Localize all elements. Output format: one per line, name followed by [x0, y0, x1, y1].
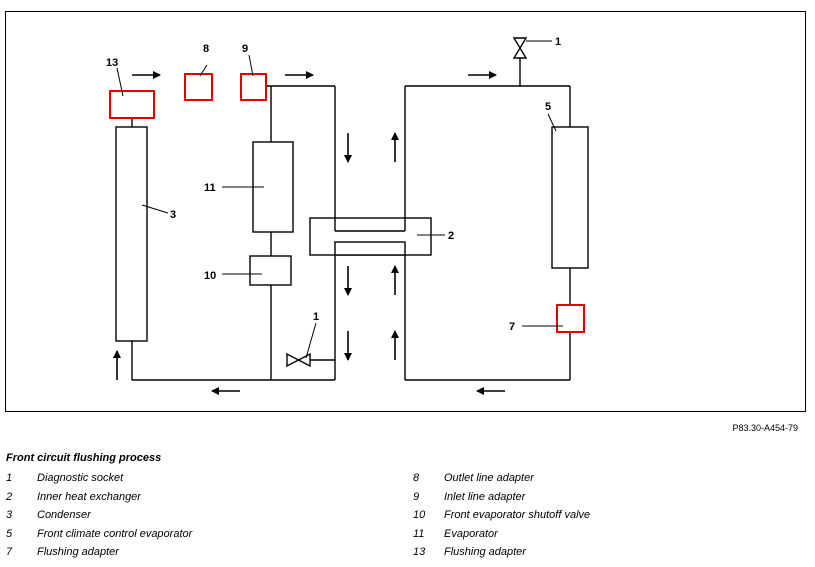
callout-5: 5	[545, 101, 551, 113]
legend-label: Inlet line adapter	[444, 490, 526, 503]
adapters	[109, 73, 585, 333]
legend-number: 5	[6, 527, 13, 540]
callout-13: 13	[106, 57, 118, 69]
diagram-frame	[5, 11, 806, 412]
legend-number: 13	[413, 546, 426, 558]
legend-number: 3	[6, 509, 13, 521]
legend-number: 11	[413, 527, 425, 540]
adapter-9	[240, 73, 267, 101]
legend-label: Outlet line adapter	[444, 472, 534, 484]
legend-label: Flushing adapter	[444, 546, 526, 558]
leader-lines	[116, 40, 563, 359]
legend-number: 10	[413, 509, 426, 521]
callout-labels: 1 1 2 3 5 7 8 9 10 11 13	[106, 36, 561, 333]
legend-label: Front evaporator shutoff valve	[444, 509, 591, 521]
condenser-shape	[115, 126, 148, 342]
shutoff-valve-10-shape	[249, 255, 292, 286]
legend-number: 9	[413, 490, 420, 503]
callout-3: 3	[170, 209, 176, 221]
legend-number: 7	[6, 546, 13, 558]
legend-label: Flushing adapter	[37, 546, 119, 558]
callout-10: 10	[204, 270, 216, 282]
flow-arrows	[113, 71, 505, 395]
callout-7: 7	[509, 321, 515, 333]
valves	[286, 37, 528, 368]
front-evaporator-5-shape	[551, 126, 589, 269]
callout-1-bottom: 1	[313, 311, 319, 323]
heat-exchanger-inner	[334, 241, 406, 256]
callout-8: 8	[203, 43, 209, 55]
callout-2: 2	[448, 230, 454, 242]
figure-reference: P83.30-A454-79	[732, 423, 798, 433]
components	[115, 126, 589, 342]
legend-number: 1	[6, 472, 13, 484]
callout-1-top: 1	[555, 36, 561, 48]
adapter-8	[184, 73, 213, 101]
callout-9: 9	[242, 43, 248, 55]
diagnostic-socket-top-icon	[512, 37, 528, 59]
legend-label: Condenser	[37, 509, 91, 521]
refrigerant-lines	[131, 58, 571, 381]
legend-label: Front climate control evaporator	[37, 527, 193, 540]
legend-label: Evaporator	[444, 527, 498, 540]
adapter-7	[556, 304, 585, 333]
legend-number: 2	[6, 490, 13, 503]
legend-label: Diagnostic socket	[37, 472, 124, 484]
diagnostic-socket-bottom-icon	[286, 352, 311, 368]
legend-label: Inner heat exchanger	[37, 490, 141, 503]
legend-number: 8	[413, 472, 420, 484]
legend-title: Front circuit flushing process	[6, 452, 162, 464]
adapter-13	[109, 90, 155, 119]
callout-11: 11	[204, 182, 216, 194]
